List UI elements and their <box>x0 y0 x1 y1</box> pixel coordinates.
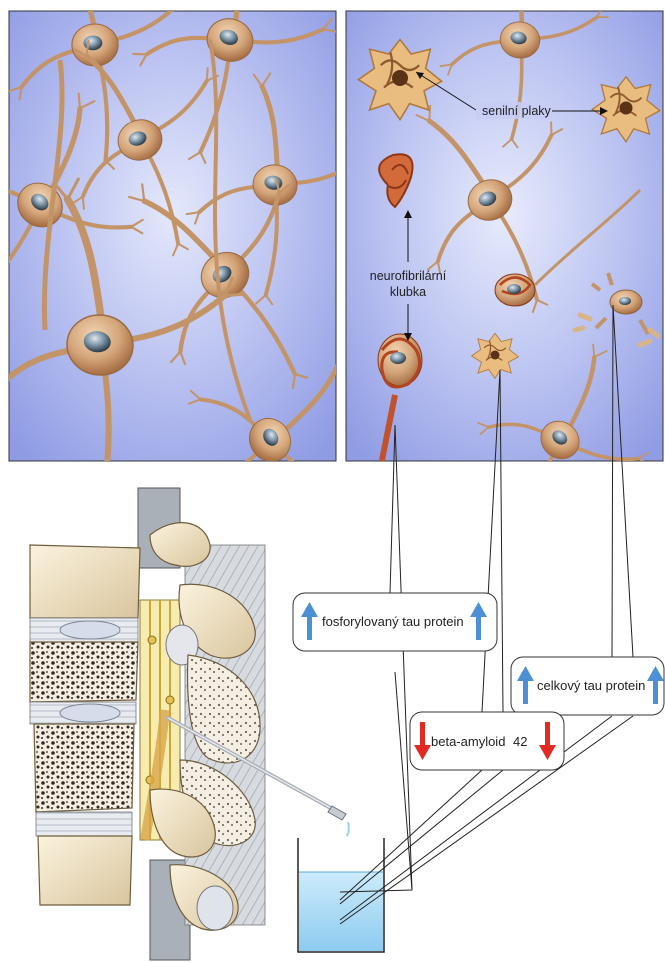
pathology-panel: senilní plaky neurofibrilární klubka <box>346 0 665 576</box>
biomarker-phospho-tau: fosforylovaný tau protein <box>293 593 497 651</box>
biomarker-total-tau: celkový tau protein <box>511 657 664 715</box>
beta-amyloid-number: 42 <box>513 734 527 749</box>
phospho-tau-label: fosforylovaný tau protein <box>322 614 464 629</box>
biomarker-beta-amyloid-42: beta-amyloid 42 <box>410 712 564 770</box>
tangles-label-line2: klubka <box>390 285 426 299</box>
plaques-label-text: senilní plaky <box>482 104 552 118</box>
total-tau-label: celkový tau protein <box>537 678 645 693</box>
csf-sample-tube <box>298 838 384 952</box>
tangles-label-line1: neurofibrilární <box>370 269 447 283</box>
beta-amyloid-label: beta-amyloid <box>431 734 505 749</box>
vertebral-body <box>30 545 140 905</box>
